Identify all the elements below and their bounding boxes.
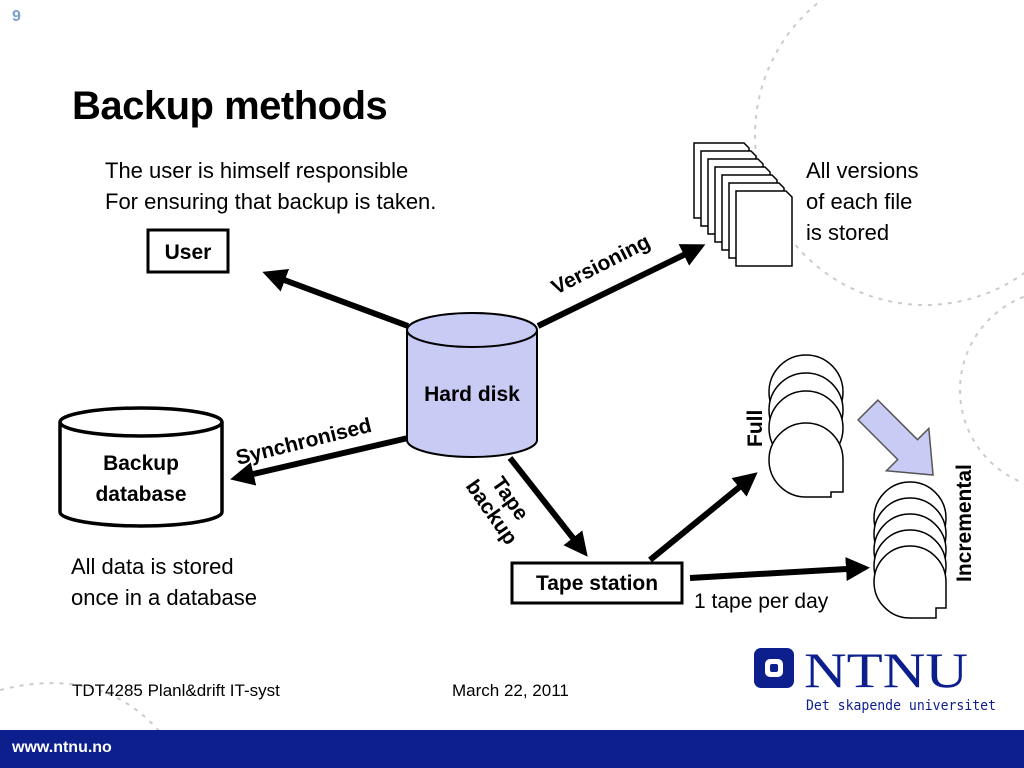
versions-note-line-2: of each file bbox=[806, 189, 913, 214]
incremental-label: Incremental bbox=[953, 464, 976, 582]
backup-database-label-2: database bbox=[95, 483, 186, 506]
arrow-disk-to-versions bbox=[536, 244, 706, 329]
footer-date: March 22, 2011 bbox=[452, 681, 569, 700]
ntnu-logo-tagline: Det skapende universitet bbox=[806, 698, 996, 714]
user-note-line-1: The user is himself responsible bbox=[105, 158, 409, 183]
database-note: All data is stored once in a database bbox=[71, 551, 257, 613]
tape-per-day-label: 1 tape per day bbox=[694, 590, 829, 613]
ntnu-logo: NTNU Det skapende universitet bbox=[754, 642, 996, 714]
hard-disk-label: Hard disk bbox=[424, 383, 520, 406]
user-note-line-2: For ensuring that backup is taken. bbox=[105, 189, 437, 214]
versioning-label: Versioning bbox=[548, 230, 654, 299]
full-tape-stack bbox=[768, 354, 844, 498]
arrow-disk-to-user bbox=[262, 269, 410, 329]
file-versions-stack bbox=[693, 142, 793, 267]
ntnu-logo-name: NTNU bbox=[804, 642, 968, 698]
versions-note: All versions of each file is stored bbox=[806, 155, 918, 248]
arrow-disk-to-tape bbox=[507, 456, 588, 557]
database-note-line-2: once in a database bbox=[71, 585, 257, 610]
slide-number: 9 bbox=[12, 8, 21, 25]
full-label: Full bbox=[744, 410, 767, 447]
user-note: The user is himself responsible For ensu… bbox=[105, 155, 436, 217]
full-to-incremental-arrow bbox=[857, 399, 934, 476]
footer-url-link[interactable]: www.ntnu.no bbox=[12, 739, 112, 756]
arrow-disk-to-database bbox=[230, 435, 409, 486]
versions-note-line-1: All versions bbox=[806, 158, 919, 183]
database-note-line-1: All data is stored bbox=[71, 554, 234, 579]
footer-bar bbox=[0, 730, 1024, 768]
backup-database-label-1: Backup bbox=[103, 452, 179, 475]
footer-course: TDT4285 Planl&drift IT-syst bbox=[72, 681, 280, 700]
versions-note-line-3: is stored bbox=[806, 220, 890, 245]
tape-station-box bbox=[510, 561, 684, 605]
incremental-tape-stack bbox=[873, 481, 947, 619]
user-box bbox=[146, 228, 230, 274]
user-label: User bbox=[165, 241, 212, 264]
hard-disk-cylinder bbox=[406, 312, 538, 458]
backup-database-cylinder bbox=[58, 406, 224, 528]
page-title: Backup methods bbox=[72, 84, 388, 128]
tape-station-label: Tape station bbox=[536, 572, 658, 595]
arrow-tape-to-incremental bbox=[689, 557, 870, 582]
arrow-tape-to-full bbox=[648, 472, 758, 563]
